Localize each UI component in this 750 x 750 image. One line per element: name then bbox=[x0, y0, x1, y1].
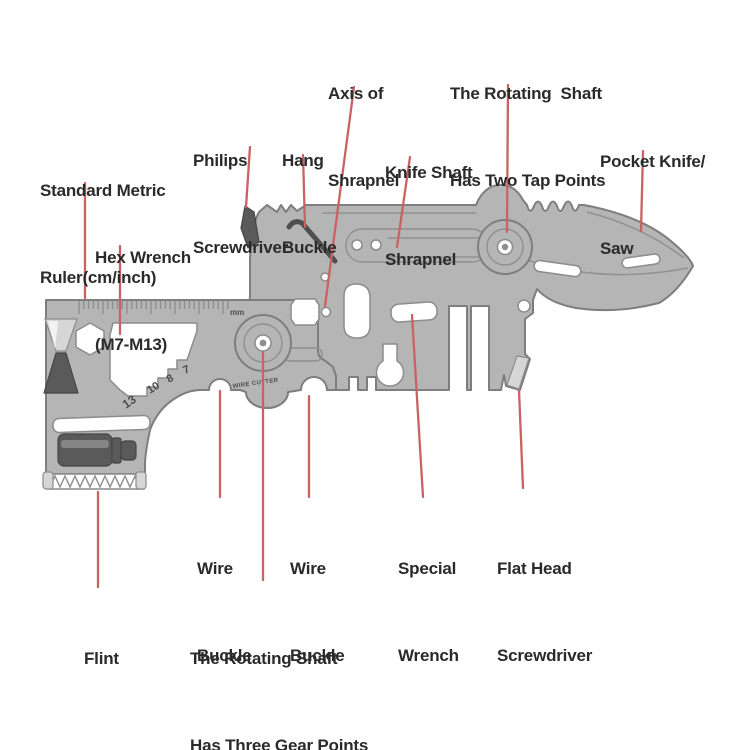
label-line: Buckle bbox=[282, 238, 337, 257]
leader-flat-head bbox=[517, 388, 525, 490]
label-hang-buckle: Hang Buckle bbox=[282, 88, 337, 320]
shaft-hole-2 bbox=[370, 239, 382, 251]
label-line: Screwdriver bbox=[193, 238, 289, 257]
blade-spine-inner-line bbox=[586, 211, 685, 259]
svg-text:7: 7 bbox=[181, 363, 192, 376]
knife-and-handle-body bbox=[239, 183, 694, 409]
label-special-wrench: Special Wrench bbox=[398, 496, 459, 728]
label-pocket-knife-saw: Pocket Knife/ Saw bbox=[600, 89, 705, 321]
leader-hang-buckle bbox=[301, 153, 307, 229]
shaft-hole-1 bbox=[351, 239, 363, 251]
label-line: Wire bbox=[290, 559, 326, 578]
label-knife-shaft-shrapnel: Knife Shaft Shrapnel bbox=[385, 100, 473, 332]
special-wrench-slot bbox=[390, 301, 438, 323]
label-line: Wire bbox=[197, 559, 233, 578]
blade-slot-rear bbox=[533, 259, 582, 278]
blade-slot-tip bbox=[621, 253, 661, 269]
ruler-unit-marking: mm bbox=[230, 308, 244, 317]
oval-cutout bbox=[343, 283, 371, 339]
bit-holder bbox=[43, 318, 79, 394]
svg-text:8: 8 bbox=[165, 372, 176, 385]
philips-tip bbox=[240, 205, 260, 249]
leader-two-tap bbox=[505, 83, 510, 234]
label-flat-head-screwdriver: Flat Head Screwdriver bbox=[497, 496, 592, 728]
leader-axis-shrapnel bbox=[323, 85, 356, 308]
label-line: Flat Head bbox=[497, 559, 572, 578]
label-hex-wrench: Hex Wrench (M7-M13) bbox=[95, 185, 191, 417]
label-line: Hex Wrench bbox=[95, 248, 191, 267]
leader-pocket-knife bbox=[639, 149, 645, 233]
label-line: Philips bbox=[193, 151, 248, 170]
label-flint: Flint bbox=[84, 586, 119, 731]
flat-head-tip-face bbox=[506, 355, 530, 390]
label-wire-buckle-1: Wire Buckle bbox=[197, 496, 252, 728]
leader-knife-shaft bbox=[395, 155, 412, 249]
label-standard-metric-ruler: Standard Metric Ruler(cm/inch) bbox=[40, 118, 166, 350]
label-line: Screwdriver bbox=[497, 646, 593, 665]
label-line: The Rotating Shaft bbox=[190, 649, 338, 668]
hang-buckle-wire bbox=[286, 219, 338, 264]
lanyard-hole bbox=[517, 299, 531, 313]
label-line: Axis of bbox=[328, 84, 384, 103]
shrapnel-axis-pin bbox=[320, 306, 332, 318]
label-philips-screwdriver: Philips Screwdriver bbox=[193, 88, 288, 320]
leader-special-wrench bbox=[410, 313, 425, 499]
label-line: Has Two Tap Points bbox=[450, 171, 606, 190]
label-line: Knife Shaft bbox=[385, 163, 473, 182]
leader-philips bbox=[244, 145, 252, 209]
label-rotating-shaft-three-gear: The Rotating Shaft Has Three Gear Points bbox=[190, 586, 368, 750]
label-line: Saw bbox=[600, 239, 634, 258]
ruler-ticks bbox=[78, 301, 229, 314]
bottle-opener-cutout bbox=[375, 343, 405, 387]
label-line: Buckle bbox=[290, 646, 345, 665]
label-line: Has Three Gear Points bbox=[190, 736, 369, 750]
label-wire-buckle-2: Wire Buckle bbox=[290, 496, 345, 728]
label-line: Pocket Knife/ bbox=[600, 152, 706, 171]
label-line: Shrapnel bbox=[328, 171, 400, 190]
pivot-center-dot bbox=[501, 243, 509, 251]
shaft-center-dot bbox=[259, 339, 267, 347]
label-line: Flint bbox=[84, 649, 119, 668]
front-plate: mm 13 10 8 7 bbox=[42, 298, 337, 490]
label-line: (M7-M13) bbox=[95, 335, 168, 354]
label-line: Hang bbox=[282, 151, 324, 170]
label-line: Shrapnel bbox=[385, 250, 457, 269]
knife-pivot-boss bbox=[477, 219, 533, 275]
label-line: Buckle bbox=[197, 646, 252, 665]
flint-slot bbox=[52, 414, 151, 434]
leader-lines bbox=[83, 83, 645, 589]
label-line: Special bbox=[398, 559, 457, 578]
label-axis-of-shrapnel: Axis of Shrapnel bbox=[328, 21, 399, 253]
label-line: Ruler(cm/inch) bbox=[40, 268, 157, 287]
hex-wrench-stepped-cutout bbox=[109, 322, 198, 397]
svg-text:10: 10 bbox=[145, 380, 162, 397]
label-rotating-shaft-two-tap: The Rotating Shaft Has Two Tap Points bbox=[450, 21, 606, 253]
flint-rod bbox=[57, 433, 137, 467]
octagon-cutout bbox=[290, 298, 320, 326]
label-line: Standard Metric bbox=[40, 181, 166, 200]
label-line: Wrench bbox=[398, 646, 459, 665]
label-line: The Rotating Shaft bbox=[450, 84, 603, 103]
saw-strip bbox=[42, 471, 147, 490]
hex-cutout bbox=[75, 322, 105, 356]
